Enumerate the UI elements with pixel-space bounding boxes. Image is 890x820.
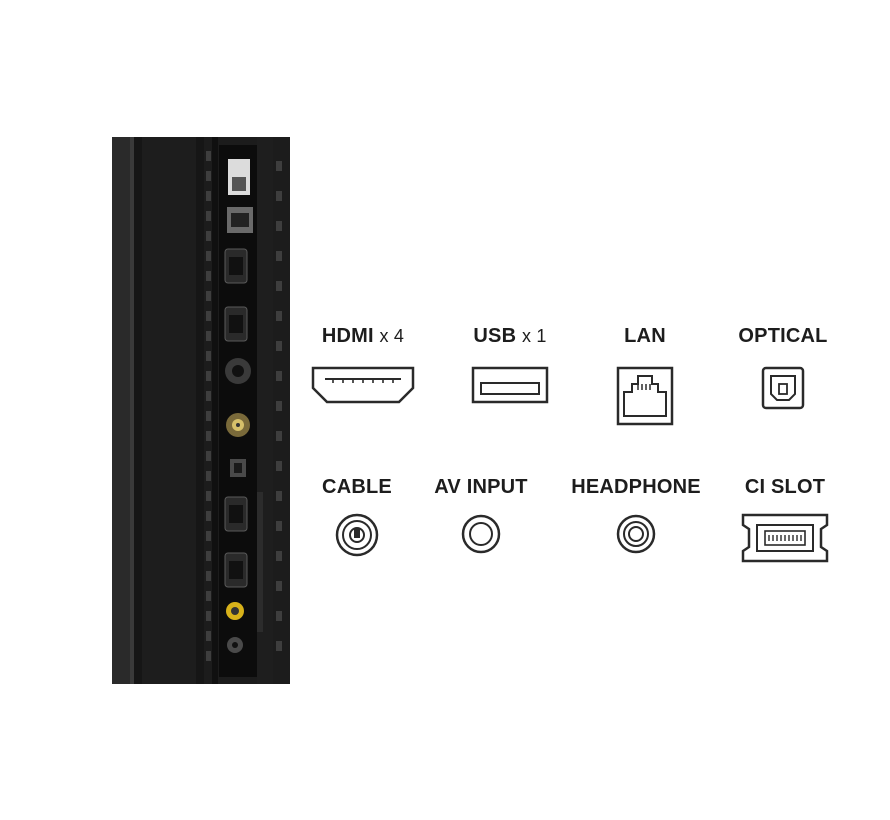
port-cable-label: CABLE: [322, 476, 392, 498]
port-optical-label: OPTICAL: [738, 325, 828, 347]
port-ci-label: CI SLOT: [744, 476, 826, 498]
port-hdmi-label: HDMI x 4: [321, 325, 405, 347]
tv-rear-panel: [112, 137, 290, 684]
optical-port-icon: [718, 366, 848, 410]
headphone-jack-icon: [561, 513, 711, 555]
port-optical: OPTICAL: [718, 325, 848, 410]
usb-port-icon: [445, 366, 575, 404]
port-usb-label: USB x 1: [473, 325, 547, 347]
port-hdmi: HDMI x 4: [298, 325, 428, 404]
port-av: AV INPUT: [416, 476, 546, 555]
port-usb: USB x 1: [445, 325, 575, 404]
tv-rear-panel-illustration: [112, 137, 290, 684]
port-av-label: AV INPUT: [434, 476, 528, 498]
ci-card-icon: [720, 513, 850, 563]
hdmi-port-icon: [298, 366, 428, 404]
port-lan: LAN: [580, 325, 710, 426]
port-headphone: HEADPHONE: [561, 476, 711, 555]
port-ci: CI SLOT: [720, 476, 850, 563]
coaxial-port-icon: [292, 513, 422, 557]
port-headphone-label: HEADPHONE: [571, 476, 701, 498]
port-cable: CABLE: [292, 476, 422, 557]
av-jack-icon: [416, 513, 546, 555]
port-lan-label: LAN: [624, 325, 666, 347]
ethernet-port-icon: [580, 366, 710, 426]
